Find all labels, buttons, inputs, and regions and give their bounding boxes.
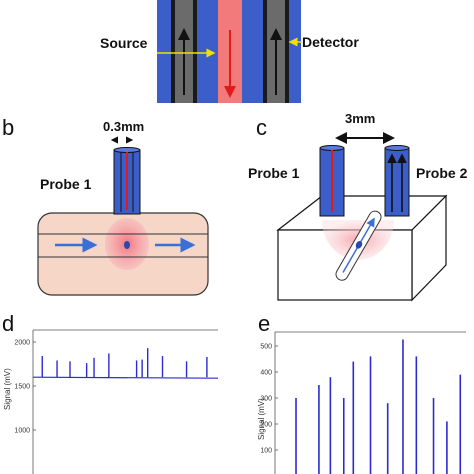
panel-e-yticks: 500 400 300 200 100 [260,344,278,455]
distance-label-c: 3mm [345,111,375,126]
panel-e-trace [295,339,462,474]
distance-label-b: 0.3mm [103,119,144,134]
panel-e: e Signal (mV) 500 400 300 200 100 [257,311,466,474]
source-label: Source [100,35,148,51]
probe-2-body-c [384,147,410,217]
panel-a: Source Detector [100,0,359,103]
detector-label: Detector [302,34,359,50]
blood-cell-c [355,241,363,249]
panel-d-ytick-2: 1000 [14,428,30,435]
panel-b-letter: b [2,115,14,140]
blood-cell-b [124,241,130,249]
panel-e-ytick-4: 100 [260,448,272,455]
tilted-vessel [335,210,382,281]
panel-d-baseline [32,376,219,379]
panel-d: d Signal (mV) 2000 1500 1000 [2,311,219,474]
panel-e-ytick-2: 300 [260,396,272,403]
probe-2-label-c: Probe 2 [416,165,468,181]
panel-e-ytick-3: 200 [260,422,272,429]
panel-d-trace [32,348,219,379]
panel-d-ytick-0: 2000 [14,340,30,347]
probe-2-top-c [384,145,410,151]
panel-b: b 0.3mm Probe 1 [2,115,209,296]
probe-1-top-b [113,147,141,153]
panel-c: c 3mm Probe 1 Probe 2 [248,111,468,302]
probe-1-top-c [319,145,345,151]
panel-d-letter: d [2,311,14,336]
panel-e-letter: e [258,311,270,336]
panel-c-letter: c [256,115,267,140]
panel-d-ytick-1: 1500 [14,384,30,391]
panel-e-ytick-0: 500 [260,344,272,351]
probe-1-label-b: Probe 1 [40,176,92,192]
panel-e-ytick-1: 400 [260,370,272,377]
panel-d-yticks: 2000 1500 1000 [14,340,36,435]
panel-d-ylabel: Signal (mV) [3,368,12,410]
panel-e-ylabel: Signal (mV) [257,398,266,440]
probe-1-label-c: Probe 1 [248,165,300,181]
